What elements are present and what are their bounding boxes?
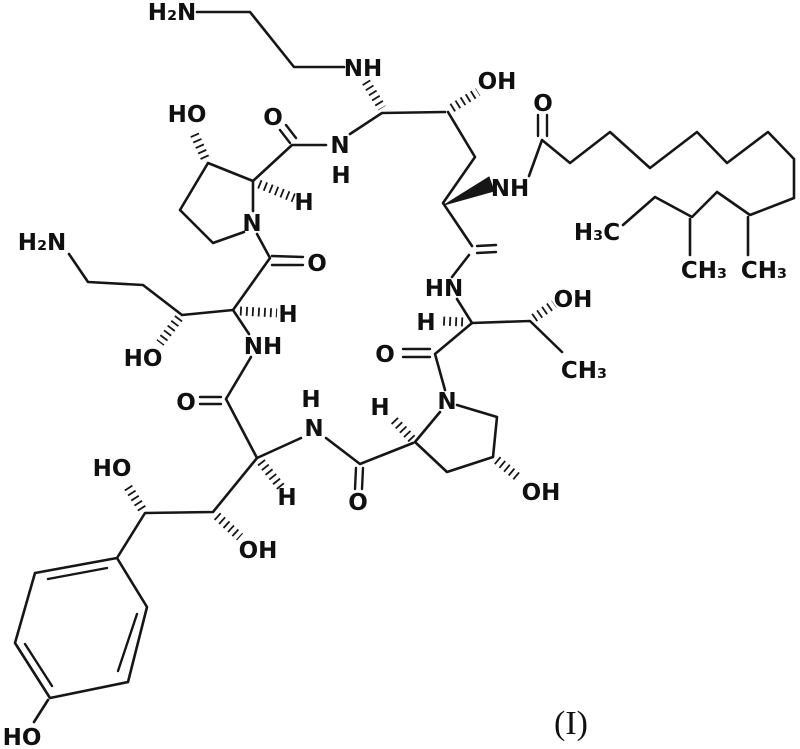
atom-label-n-amide-lower: N [304, 416, 323, 442]
atom-label-nh-ethylenediamine: NH [344, 56, 383, 82]
stereo-hash-bond [213, 512, 244, 541]
stereo-hash-bond [239, 306, 278, 318]
stereo-hash-bond [449, 88, 481, 112]
atom-label-o-proline1-amide: O [263, 105, 283, 131]
atom-label-o-ornithine-acyl: O [176, 390, 196, 416]
atom-label-h2n-top: H₂N [148, 0, 197, 26]
stereo-hash-bond [188, 129, 210, 160]
stereo-hash-bond [156, 315, 183, 346]
atom-label-oh-homotyrosine: OH [239, 538, 278, 564]
atom-label-h2n-ornithine: H₂N [18, 230, 67, 256]
atom-label-h-homotyrosine: H [277, 485, 296, 511]
stereo-hash-bond [531, 300, 557, 322]
atom-label-h-proline1: H [294, 190, 313, 216]
aromatic-inner-bonds [23, 566, 139, 688]
atom-label-o-threonine-acyl: O [375, 342, 395, 368]
atom-label-o-proline2-amide: O [348, 490, 368, 516]
atom-label-n-proline2: N [437, 389, 456, 415]
single-bonds [13, 10, 796, 724]
stereo-hash-bond [440, 316, 464, 327]
atom-label-n-proline1: N [242, 211, 261, 237]
atom-label-h-threonine: H [416, 310, 435, 336]
stereo-hash-bond [122, 481, 146, 512]
stereo-wedge-bond [443, 176, 495, 206]
atom-label-o-fatty: O [533, 91, 553, 117]
stereo-hash-bond [388, 414, 416, 443]
stereo-hash-bond [257, 179, 296, 203]
atom-label-ch3-threonine: CH₃ [561, 358, 607, 384]
atom-label-ho-phenol: HO [3, 725, 42, 749]
atom-label-h-proline2: H [370, 395, 389, 421]
stereo-hash-bond [257, 459, 285, 490]
atom-label-o-proline1-acyl: O [307, 251, 327, 277]
atom-label-hn-threonine: HN [425, 276, 464, 302]
atom-label-oh-chain-top: OH [478, 69, 517, 95]
atom-label-nh-fatty: NH [491, 176, 530, 202]
stereo-hash-bond [362, 79, 386, 111]
double-bond-lines [198, 113, 549, 491]
atom-label-h-amide-lower: H [301, 387, 320, 413]
atom-label-h-amide-top: H [331, 163, 350, 189]
atom-label-ho-proline1: HO [168, 102, 207, 128]
atom-label-ch3-branch-left: CH₃ [681, 258, 727, 284]
atom-label-h3c-chain-end: H₃C [574, 220, 620, 246]
compound-numeral-label: (I) [554, 705, 588, 742]
stereo-hash-bond [494, 456, 523, 483]
atom-label-ch3-branch-right: CH₃ [741, 258, 787, 284]
atom-label-oh-threonine: OH [554, 287, 593, 313]
atom-label-oh-proline2: OH [522, 480, 561, 506]
atom-label-ho-ornithine: HO [124, 346, 163, 372]
atom-label-ho-benzylic: HO [93, 456, 132, 482]
atom-label-h-ornithine: H [278, 302, 297, 328]
atom-label-n-amide-top: N [330, 133, 349, 159]
atom-label-nh-ornithine: NH [244, 334, 283, 360]
